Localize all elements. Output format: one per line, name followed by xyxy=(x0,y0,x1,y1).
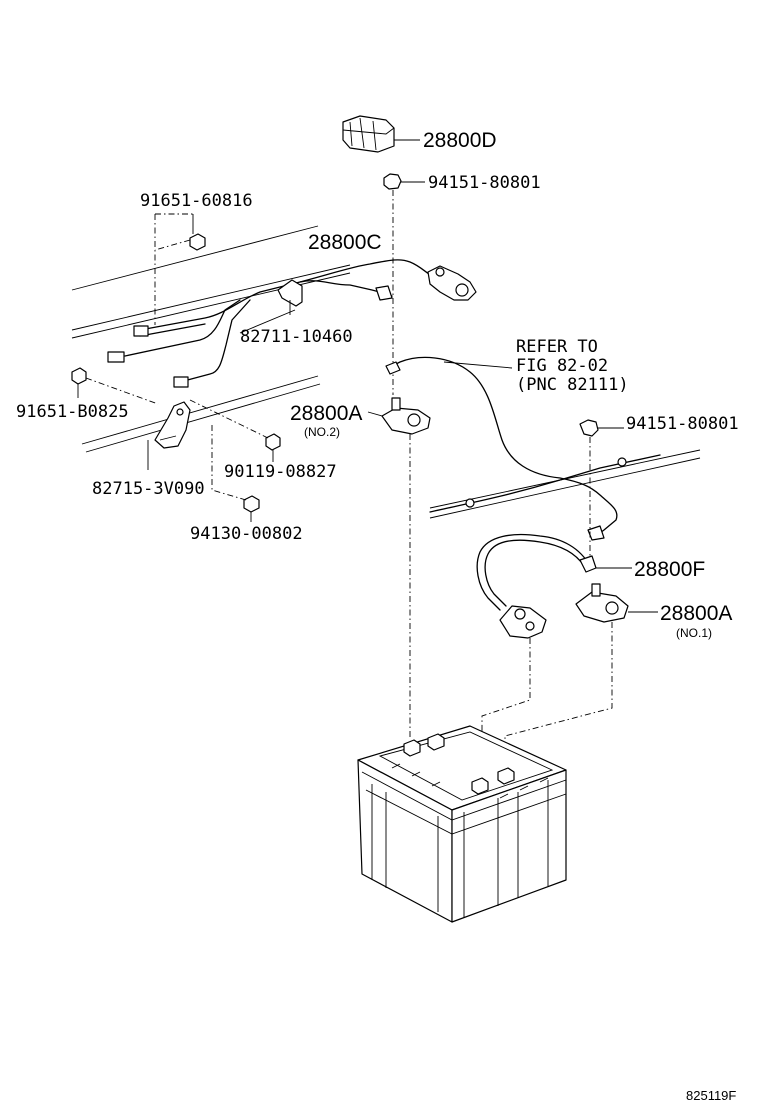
negative-terminal-clamp[interactable] xyxy=(499,605,547,639)
label-94130-00802: 94130-00802 xyxy=(190,524,303,544)
cable-28800F[interactable] xyxy=(476,533,597,611)
vehicle-body-rails xyxy=(71,225,701,519)
label-28800D: 28800D xyxy=(423,129,497,152)
refer-to-line2: FIG 82-02 xyxy=(516,356,608,376)
nut-94151-80801-top[interactable] xyxy=(383,173,425,190)
nut-94130-00802[interactable] xyxy=(243,495,260,513)
refer-to-line3: (PNC 82111) xyxy=(516,375,629,395)
bolt-90119-08827[interactable] xyxy=(265,433,281,451)
figure-id: 825119F xyxy=(686,1088,736,1103)
label-28800A-top: 28800A xyxy=(290,402,362,425)
bolt-91651-B0825[interactable] xyxy=(71,367,87,385)
bracket-82715-3V090[interactable] xyxy=(154,401,191,449)
part-28800D-cover[interactable] xyxy=(342,115,420,153)
label-94151-80801-top: 94151-80801 xyxy=(428,173,541,193)
nut-94151-80801-right[interactable] xyxy=(579,419,599,437)
terminal-28800A-no2[interactable] xyxy=(381,397,431,435)
label-82715-3V090: 82715-3V090 xyxy=(92,479,205,499)
label-94151-80801-right: 94151-80801 xyxy=(626,414,739,434)
label-28800C: 28800C xyxy=(308,231,382,254)
label-28800A-bottom: 28800A xyxy=(660,602,732,625)
label-no1: (NO.1) xyxy=(676,626,712,640)
terminal-28800A-no1[interactable] xyxy=(575,583,629,623)
bolt-91651-60816[interactable] xyxy=(189,233,206,251)
battery[interactable] xyxy=(357,725,567,923)
label-91651-B0825: 91651-B0825 xyxy=(16,402,129,422)
label-91651-60816: 91651-60816 xyxy=(140,191,253,211)
label-no2: (NO.2) xyxy=(304,425,340,439)
label-82711-10460: 82711-10460 xyxy=(240,327,353,347)
label-28800F: 28800F xyxy=(634,558,705,581)
cable-refer-pnc-82111[interactable] xyxy=(385,356,661,541)
harness-28800C[interactable] xyxy=(107,259,477,388)
refer-to-line1: REFER TO xyxy=(516,337,598,357)
label-90119-08827: 90119-08827 xyxy=(224,462,337,482)
